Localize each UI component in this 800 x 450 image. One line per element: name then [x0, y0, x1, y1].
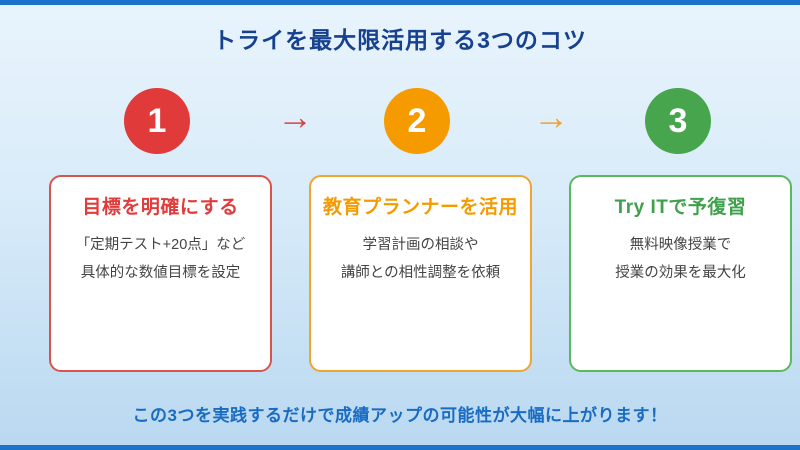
top-border-bar: [0, 0, 800, 5]
footer-note: この3つを実践するだけで成績アップの可能性が大幅に上がります！: [132, 406, 668, 425]
tip-card-2-body-line1: 学習計画の相談や: [362, 237, 479, 253]
tip-card-1-body-line1: 「定期テスト+20点」など: [75, 237, 246, 253]
tip-card-3-body: 無料映像授業で 授業の効果を最大化: [571, 231, 790, 287]
tip-card-1: 目標を明確にする 「定期テスト+20点」など 具体的な数値目標を設定: [49, 175, 272, 372]
arrow-right-icon-2: →: [533, 96, 569, 137]
step-circle-3: 3: [645, 88, 711, 154]
tip-card-2-body: 学習計画の相談や 講師との相性調整を依頼: [311, 231, 530, 287]
step-circle-1: 1: [124, 88, 190, 154]
arrow-right-icon-1: →: [277, 96, 313, 137]
step-circle-2: 2: [384, 88, 450, 154]
step-number-2: 2: [407, 101, 427, 140]
tip-card-3-body-line2: 授業の効果を最大化: [615, 265, 746, 281]
bottom-border-bar: [0, 445, 800, 450]
step-number-3: 3: [668, 101, 688, 140]
tip-card-1-body: 「定期テスト+20点」など 具体的な数値目標を設定: [51, 231, 270, 287]
tip-card-2-body-line2: 講師との相性調整を依頼: [340, 265, 501, 281]
tip-card-3-body-line1: 無料映像授業で: [629, 237, 732, 253]
tip-card-3: Try ITで予復習 無料映像授業で 授業の効果を最大化: [569, 175, 792, 372]
tip-card-1-body-line2: 具体的な数値目標を設定: [80, 265, 241, 281]
step-number-1: 1: [147, 101, 167, 140]
tip-card-3-heading: Try ITで予復習: [614, 197, 747, 218]
page-title: トライを最大限活用する3つのコツ: [213, 27, 587, 53]
tip-card-2-heading: 教育プランナーを活用: [322, 197, 518, 218]
tip-card-1-heading: 目標を明確にする: [82, 197, 239, 218]
tip-card-2: 教育プランナーを活用 学習計画の相談や 講師との相性調整を依頼: [309, 175, 532, 372]
